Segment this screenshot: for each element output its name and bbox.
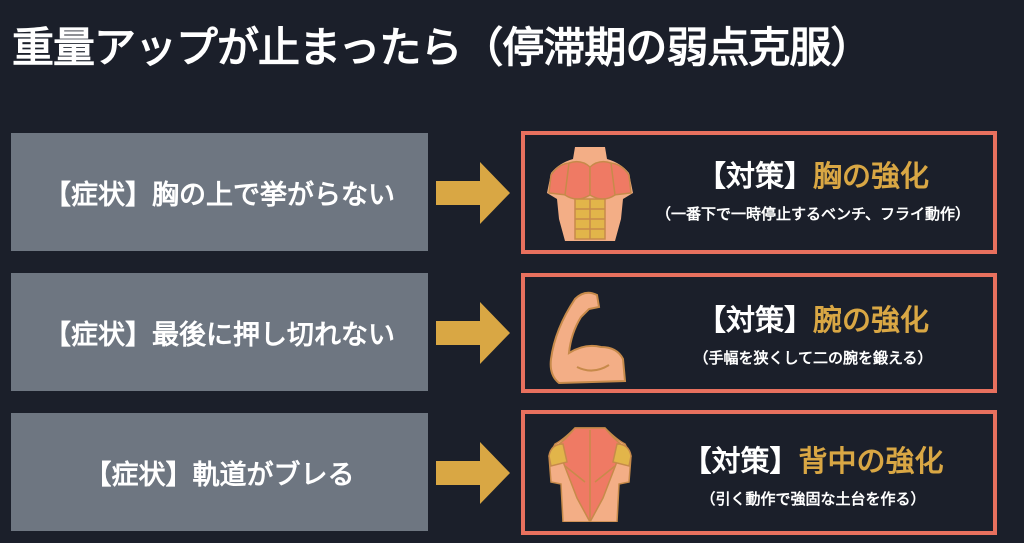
symptom-text: 【症状】軌道がブレる [84,459,355,491]
solution-box: 【対策】胸の強化 （一番下で一時停止するベンチ、フライ動作） [521,131,997,254]
solution-detail: （一番下で一時停止するベンチ、フライ動作） [655,205,971,223]
solution-prefix: 【対策】 [696,159,813,193]
solution-box: 【対策】腕の強化 （手幅を狭くして二の腕を鍛える） [521,273,997,393]
solution-detail: （手幅を狭くして二の腕を鍛える） [693,349,933,367]
page-title: 重量アップが止まったら（停滞期の弱点克服） [12,23,872,72]
solution-topic: 腕の強化 [813,303,930,337]
solution-prefix: 【対策】 [682,444,799,478]
solution-prefix: 【対策】 [696,303,813,337]
solution-text: 【対策】胸の強化 （一番下で一時停止するベンチ、フライ動作） [643,153,983,224]
solution-text: 【対策】腕の強化 （手幅を狭くして二の腕を鍛える） [643,297,983,368]
solution-detail: （引く動作で強固な土台を作る） [700,490,926,508]
symptom-box: 【症状】軌道がブレる [11,413,428,531]
solution-heading: 【対策】腕の強化 [643,297,983,339]
solution-text: 【対策】背中の強化 （引く動作で強固な土台を作る） [643,438,983,509]
symptom-box: 【症状】胸の上で挙がらない [11,133,428,251]
solution-box: 【対策】背中の強化 （引く動作で強固な土台を作る） [521,410,997,535]
arrow-right-icon [436,442,510,504]
chest-muscle-icon [547,147,633,241]
solution-heading: 【対策】背中の強化 [643,438,983,480]
back-muscle-icon [548,427,632,522]
solution-heading: 【対策】胸の強化 [643,153,983,195]
symptom-text: 【症状】胸の上で挙がらない [44,179,395,211]
arrow-right-icon [436,302,510,364]
solution-topic: 背中の強化 [798,444,944,478]
arrow-right-icon [436,162,510,224]
solution-topic: 胸の強化 [813,159,930,193]
symptom-box: 【症状】最後に押し切れない [11,273,428,391]
symptom-text: 【症状】最後に押し切れない [44,319,395,351]
flexed-arm-icon [549,291,627,385]
